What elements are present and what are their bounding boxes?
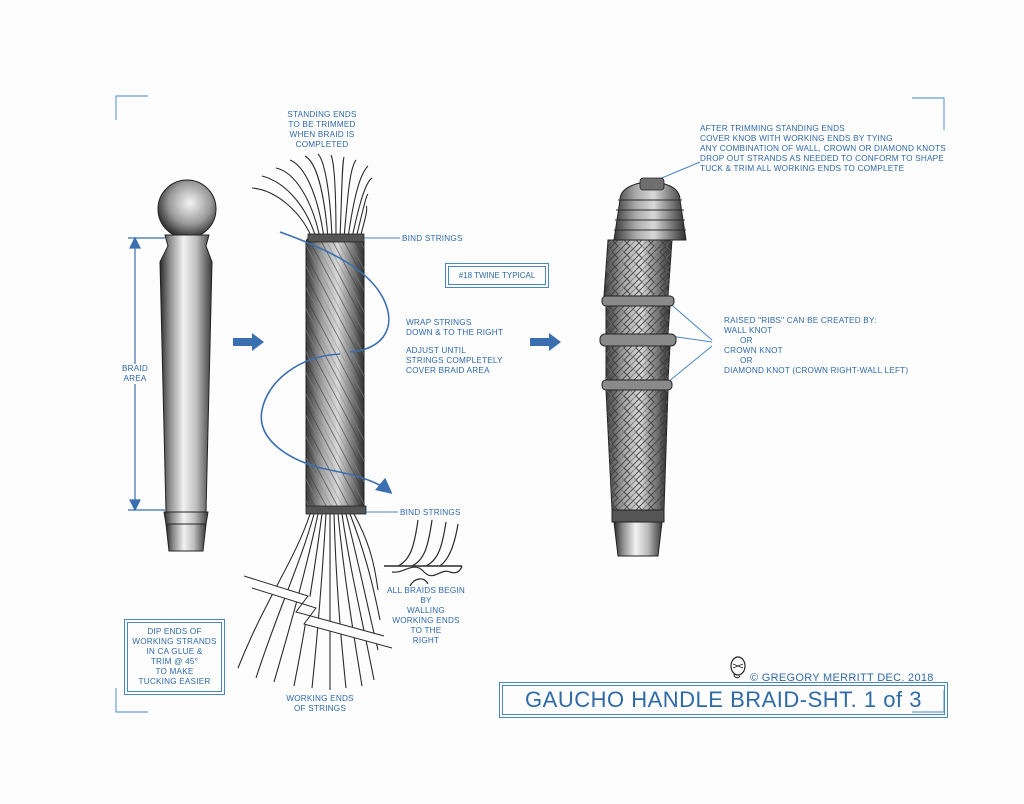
dip-line-1: DIP ENDS OF [147,627,202,636]
finished-gaucho-handle [599,177,687,557]
adjust-line-3: COVER BRAID AREA [406,366,490,375]
ribs-line-1: RAISED "RIBS" CAN BE CREATED BY: [724,316,877,325]
after-line-4: DROP OUT STRANDS AS NEEDED TO CONFORM TO… [700,154,944,163]
wrap-strings-label: WRAP STRINGS DOWN & TO THE RIGHT [406,318,503,338]
dip-ends-label: DIP ENDS OF WORKING STRANDS IN CA GLUE &… [128,627,221,687]
step-arrows [233,333,561,351]
adjust-line-1: ADJUST UNTIL [406,346,467,355]
all-braids-line-1: ALL BRAIDS BEGIN [387,586,465,595]
after-line-5: TUCK & TRIM ALL WORKING ENDS TO COMPLETE [700,164,905,173]
wrap-line-2: DOWN & TO THE RIGHT [406,328,504,337]
adjust-label: ADJUST UNTIL STRINGS COMPLETELY COVER BR… [406,346,503,376]
wrap-line-1: WRAP STRINGS [406,318,472,327]
braid-area-label: BRAID AREA [117,364,153,384]
all-braids-label: ALL BRAIDS BEGIN BY WALLING WORKING ENDS… [386,586,466,646]
walling-detail [384,519,463,587]
ribs-line-5: OR [740,356,753,365]
all-braids-line-2: BY [420,596,432,605]
fish-logo-icon [730,656,746,679]
twine-note-box: #18 TWINE TYPICAL [445,263,549,288]
wrap-direction-curve [260,231,393,495]
working-ends-line-2: OF STRINGS [293,704,347,713]
after-trimming-label: AFTER TRIMMING STANDING ENDS COVER KNOB … [700,124,946,174]
ribs-line-3: OR [740,336,753,345]
dip-line-6: TUCKING EASIER [138,677,211,686]
all-braids-line-6: RIGHT [412,636,440,645]
all-braids-line-4: WORKING ENDS [392,616,460,625]
corner-brackets [115,95,945,713]
standing-ends-strings [251,153,373,239]
dip-line-4: TRIM @ 45° [150,657,199,666]
bind-strings-bottom-label: BIND STRINGS [400,508,461,517]
break-lines [246,577,390,647]
sheet-title: GAUCHO HANDLE BRAID-SHT. 1 of 3 [525,687,922,712]
dip-line-5: TO MAKE [155,667,194,676]
wood-handle-blank [157,179,217,552]
standing-ends-label: STANDING ENDS TO BE TRIMMED WHEN BRAID I… [282,110,362,150]
twine-note-text: #18 TWINE TYPICAL [458,271,536,280]
signature-logo [728,656,748,680]
braid-area-line-1: BRAID [121,364,149,373]
after-line-3: ANY COMBINATION OF WALL, CROWN OR DIAMON… [700,144,946,153]
working-ends-line-1: WORKING ENDS [286,694,354,703]
standing-ends-line-4: COMPLETED [295,140,349,149]
ribs-line-2: WALL KNOT [724,326,773,335]
dip-line-2: WORKING STRANDS [132,637,217,646]
title-block: GAUCHO HANDLE BRAID-SHT. 1 of 3 [499,682,948,718]
braid-area-line-2: AREA [123,374,147,383]
ribs-label: RAISED "RIBS" CAN BE CREATED BY: WALL KN… [724,316,908,376]
bind-strings-top-label: BIND STRINGS [402,234,463,243]
after-line-1: AFTER TRIMMING STANDING ENDS [700,124,845,133]
copyright-text: © GREGORY MERRITT DEC. 2018 [750,672,934,684]
all-braids-line-5: TO THE [410,626,442,635]
leader-lines [364,161,713,513]
ribs-line-4: CROWN KNOT [724,346,783,355]
wrapped-braid-body [305,233,367,515]
dip-line-3: IN CA GLUE & [146,647,203,656]
standing-ends-line-3: WHEN BRAID IS [289,130,355,139]
adjust-line-2: STRINGS COMPLETELY [406,356,503,365]
working-ends-label: WORKING ENDS OF STRINGS [278,694,362,714]
standing-ends-line-2: TO BE TRIMMED [288,120,356,129]
ribs-line-6: DIAMOND KNOT (CROWN RIGHT-WALL LEFT) [724,366,909,375]
dip-ends-note-box: DIP ENDS OF WORKING STRANDS IN CA GLUE &… [124,619,225,695]
all-braids-line-3: WALLING [407,606,445,615]
standing-ends-line-1: STANDING ENDS [287,110,357,119]
after-line-2: COVER KNOB WITH WORKING ENDS BY TYING [700,134,893,143]
